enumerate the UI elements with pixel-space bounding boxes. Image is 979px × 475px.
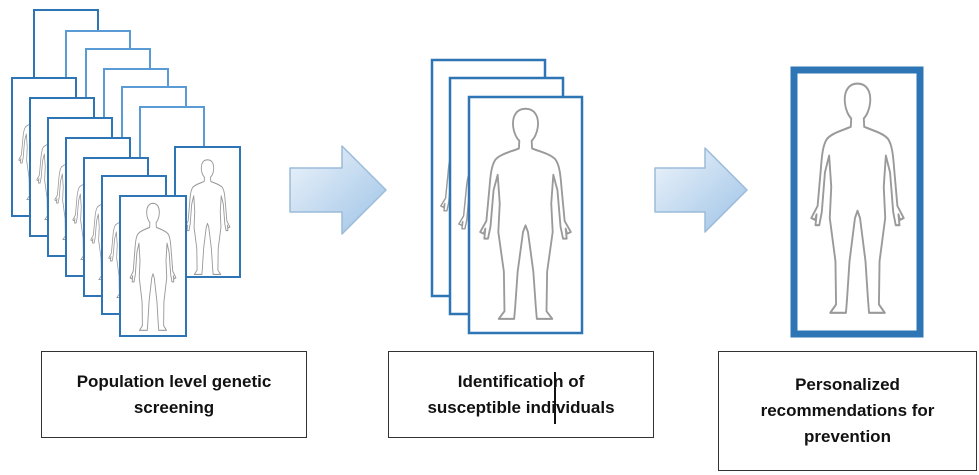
person-card [467,95,584,335]
text-cursor [554,372,556,424]
step-label-personalized: Personalized recommendations for prevent… [718,351,977,471]
right-arrow-icon [654,147,748,233]
personalized-card [790,66,924,338]
step-label-text: Identification of susceptible individual… [427,371,615,417]
step-label-identification: Identification of susceptible individual… [388,351,654,438]
susceptible-card-stack [430,58,584,335]
step-label-population-screening: Population level genetic screening [41,351,307,438]
step-label-text: Personalized recommendations for prevent… [760,375,935,446]
step-label-text: Population level genetic screening [76,371,272,417]
right-arrow-icon [289,145,387,235]
population-card-stack [11,9,241,337]
person-card [119,195,187,337]
